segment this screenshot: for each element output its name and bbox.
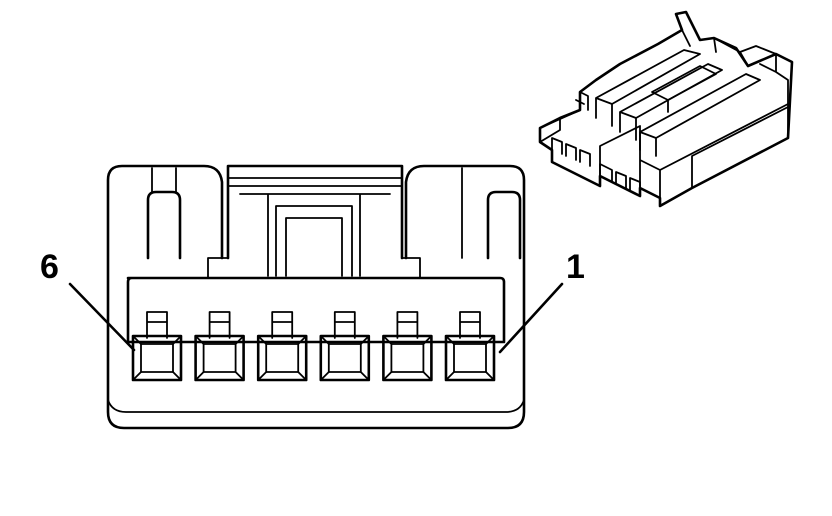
terminal-cavity <box>444 334 496 382</box>
iso-front-step <box>539 91 589 143</box>
terminal-cavity <box>382 334 433 382</box>
connector-isometric-view <box>538 10 794 208</box>
terminal-cavity <box>131 334 183 382</box>
connector-outer-body <box>106 164 526 430</box>
iso-side-face <box>599 103 791 207</box>
connector-face-view: 6 1 <box>40 164 585 430</box>
iso-top-latch <box>681 11 777 67</box>
terminal-latch <box>208 311 231 339</box>
terminal-latch <box>271 311 294 339</box>
terminal-pin-1 <box>444 311 496 382</box>
terminal-chamfer <box>257 335 308 381</box>
left-latch-cap <box>151 167 177 193</box>
terminal-latch <box>333 311 356 339</box>
terminal-pin-4 <box>256 311 308 382</box>
terminal-pin-3 <box>319 311 371 382</box>
pin-1-leader-line <box>498 282 564 354</box>
iso-cavity-teeth <box>551 137 641 197</box>
center-tower-shoulders <box>207 257 421 279</box>
pin-1-label: 1 <box>566 248 585 286</box>
iso-body-outline <box>538 10 794 208</box>
terminal-cavity-inner <box>265 343 300 373</box>
pin-6-label: 6 <box>40 248 59 286</box>
terminal-latch <box>459 311 481 339</box>
pin-carrier <box>126 276 506 344</box>
terminal-chamfer <box>382 335 433 381</box>
iso-latch-arms <box>595 49 761 157</box>
iso-right-end <box>759 53 789 139</box>
pin-6-leader-line <box>68 282 136 352</box>
connector-bottom-ledge <box>107 399 525 413</box>
terminal-cavity-inner <box>140 343 174 373</box>
terminal-row <box>131 311 496 382</box>
terminal-cavity-inner <box>453 343 487 373</box>
left-latch-post <box>146 190 182 260</box>
terminal-cavity-inner <box>327 343 362 373</box>
iso-center-window <box>651 65 717 113</box>
terminal-cavity-inner <box>202 343 237 373</box>
terminal-latch <box>396 311 419 339</box>
terminal-pin-6 <box>131 311 183 382</box>
center-lock-tower <box>226 164 404 260</box>
terminal-chamfer <box>132 335 182 381</box>
terminal-cavity <box>256 334 308 382</box>
terminal-chamfer <box>445 335 495 381</box>
terminal-chamfer <box>194 335 245 381</box>
terminal-cavity <box>194 334 245 382</box>
terminal-pin-2 <box>382 311 433 382</box>
right-latch-post <box>486 190 522 260</box>
center-lock-ribs <box>227 177 403 277</box>
terminal-cavity-inner <box>390 343 425 373</box>
terminal-pin-5 <box>194 311 245 382</box>
terminal-latch <box>146 311 168 339</box>
terminal-chamfer <box>319 335 370 381</box>
terminal-cavity <box>319 334 371 382</box>
